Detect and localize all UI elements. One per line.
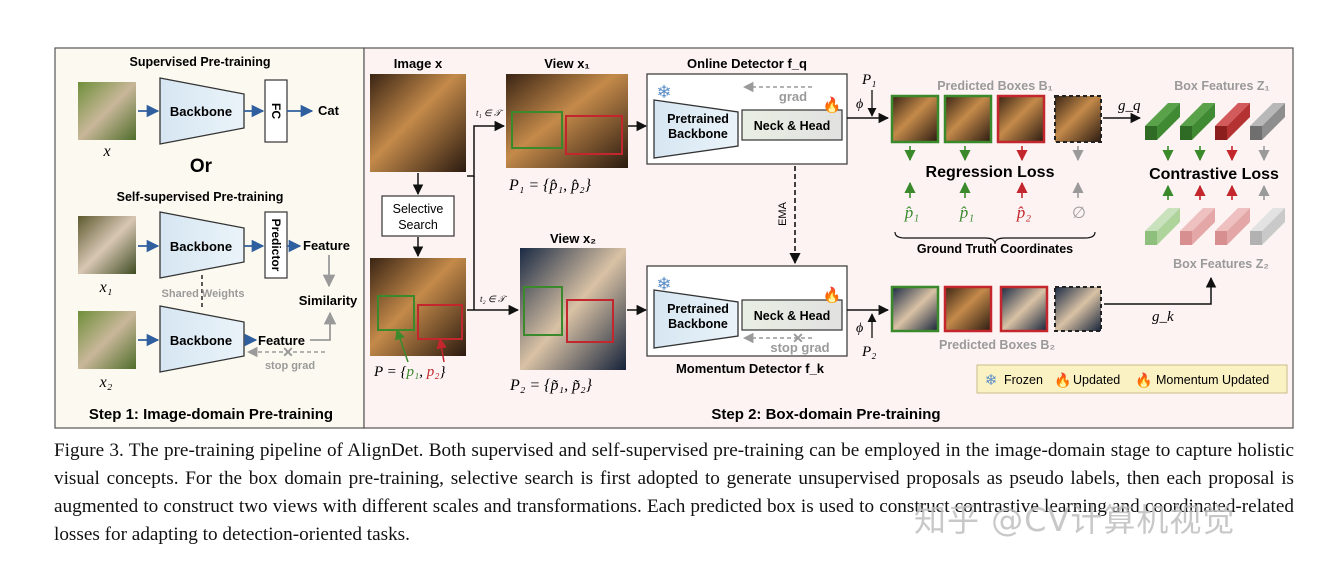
similarity-label: Similarity xyxy=(299,293,358,308)
p2-set: P₂ = {p̃₁, p̃₂} xyxy=(509,377,593,394)
or-label: Or xyxy=(190,156,213,177)
stop-grad-step2: stop grad xyxy=(770,340,829,355)
image-x-label: Image x xyxy=(394,56,443,71)
figure-caption: Figure 3. The pre-training pipeline of A… xyxy=(54,440,1294,545)
gt-p1-a: p̂₁ xyxy=(904,203,919,222)
svg-text:Neck & Head: Neck & Head xyxy=(754,119,830,133)
predicted-boxes-b1: Predicted Boxes B₁ xyxy=(937,79,1053,93)
t2-label: t₂ ∈ 𝒯 xyxy=(480,294,508,304)
backbone-target xyxy=(159,305,245,373)
box-b2-1 xyxy=(890,285,940,333)
proposals-set: P = {p₁, p₂} xyxy=(373,364,445,380)
box-features-z2: Box Features Z₂ xyxy=(1173,257,1269,271)
svg-text:Selective: Selective xyxy=(393,202,444,216)
gt-coordinates-label: Ground Truth Coordinates xyxy=(917,242,1073,256)
step2-title: Step 2: Box-domain Pre-training xyxy=(711,406,940,423)
neck-head-momentum xyxy=(741,299,843,331)
view2-label: View x₂ xyxy=(550,231,596,246)
self-supervised-title: Self-supervised Pre-training xyxy=(117,190,284,204)
gt-p2: p̂₂ xyxy=(1016,203,1032,222)
gt-p1-b: p̂₁ xyxy=(959,203,974,222)
svg-text:Backbone: Backbone xyxy=(170,333,232,348)
stop-grad-step1: stop grad xyxy=(265,360,315,372)
snowflake-icon: ❄ xyxy=(656,274,671,294)
svg-text:Neck & Head: Neck & Head xyxy=(754,309,830,323)
pipeline-figure: Supervised Pre-training x Backbone FC Ca… xyxy=(54,47,1294,429)
legend-frozen: Frozen xyxy=(1004,373,1043,387)
fire-icon: 🔥 xyxy=(823,96,842,114)
view1-label: View x₁ xyxy=(544,56,590,71)
svg-text:Predictor: Predictor xyxy=(269,219,283,272)
selective-search-box xyxy=(381,195,455,237)
svg-text:Backbone: Backbone xyxy=(668,317,728,331)
gray-fire-icon: 🔥 xyxy=(823,286,842,304)
box-b1-4 xyxy=(1054,95,1102,143)
predicted-boxes-b2: Predicted Boxes B₂ xyxy=(939,338,1055,352)
online-detector-label: Online Detector f_q xyxy=(687,56,807,71)
backbone-online xyxy=(159,211,245,279)
supervised-title: Supervised Pre-training xyxy=(129,55,270,69)
svg-text:Pretrained: Pretrained xyxy=(667,302,729,316)
watermark: 知乎 @CV计算机视觉 xyxy=(914,501,1236,539)
P1-label: P₁ xyxy=(861,72,876,88)
box-features-z1: Box Features Z₁ xyxy=(1174,79,1269,93)
legend-momentum-updated: Momentum Updated xyxy=(1156,373,1269,387)
gt-empty: ∅ xyxy=(1072,205,1086,222)
legend-fire-icon: 🔥 xyxy=(1054,372,1071,389)
box-b2-4 xyxy=(1054,286,1102,332)
legend-snowflake-icon: ❄ xyxy=(985,372,998,389)
box-b1-2 xyxy=(943,94,993,144)
pretrained-backbone-momentum xyxy=(653,289,739,349)
phi-bottom: ϕ xyxy=(856,321,863,336)
cat-label: Cat xyxy=(318,103,340,118)
label-x: x xyxy=(102,143,110,160)
box-b1-1 xyxy=(890,94,940,144)
backbone-supervised xyxy=(159,77,245,145)
t1-label: t₁ ∈ 𝒯 xyxy=(476,108,504,118)
label-x2: x₂ xyxy=(99,374,113,391)
gk-label: g_k xyxy=(1152,309,1174,325)
ema-label: EMA xyxy=(777,201,789,226)
svg-text:FC: FC xyxy=(269,103,283,119)
predictor xyxy=(264,211,288,279)
cat-image-x2 xyxy=(78,311,136,369)
view-x2 xyxy=(520,248,626,370)
svg-text:Search: Search xyxy=(398,218,438,232)
svg-text:Backbone: Backbone xyxy=(170,239,232,254)
contrastive-loss: Contrastive Loss xyxy=(1149,166,1279,183)
feature-top: Feature xyxy=(303,238,350,253)
image-x xyxy=(370,74,466,172)
P2-label: P₂ xyxy=(861,344,876,360)
feature-bottom: Feature xyxy=(258,333,305,348)
svg-text:Backbone: Backbone xyxy=(170,104,232,119)
box-b2-3 xyxy=(999,285,1049,333)
legend-updated: Updated xyxy=(1073,373,1120,387)
gq-label: g_q xyxy=(1118,98,1141,114)
svg-text:✕: ✕ xyxy=(282,344,294,360)
svg-text:Pretrained: Pretrained xyxy=(667,112,729,126)
momentum-detector-label: Momentum Detector f_k xyxy=(676,361,825,376)
neck-head-online xyxy=(741,109,843,141)
cat-image-x xyxy=(78,82,136,140)
feature-bars-z1 xyxy=(1145,103,1285,140)
cat-image-x1 xyxy=(78,216,136,274)
box-b1-3 xyxy=(996,94,1046,144)
grad-label: grad xyxy=(779,89,807,104)
label-x1: x₁ xyxy=(99,279,113,296)
shared-weights-label: Shared Weights xyxy=(162,288,245,300)
legend-box xyxy=(976,364,1288,394)
regression-loss: Regression Loss xyxy=(926,164,1055,181)
feature-bars-z2 xyxy=(1145,208,1285,245)
step1-title: Step 1: Image-domain Pre-training xyxy=(89,406,333,423)
p1-set: P₁ = {p̂₁, p̂₂} xyxy=(508,177,592,194)
svg-text:Backbone: Backbone xyxy=(668,127,728,141)
pretrained-backbone-online xyxy=(653,99,739,159)
snowflake-icon: ❄ xyxy=(656,82,671,102)
svg-text:✕: ✕ xyxy=(792,330,804,346)
phi-top: ϕ xyxy=(856,97,863,112)
box-b2-2 xyxy=(943,285,993,333)
legend-gray-fire-icon: 🔥 xyxy=(1135,372,1152,389)
